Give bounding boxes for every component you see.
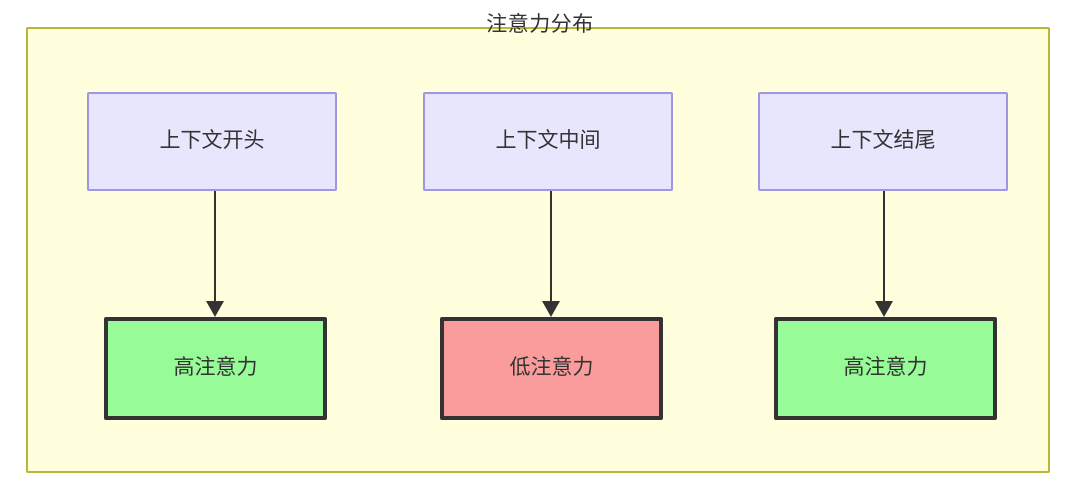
node-context-middle[interactable]: 上下文中间 xyxy=(423,92,673,191)
node-context-middle-label: 上下文中间 xyxy=(495,129,601,153)
node-attention-end[interactable]: 高注意力 xyxy=(774,317,997,420)
diagram-title: 注意力分布 xyxy=(486,13,594,36)
node-attention-end-label: 高注意力 xyxy=(843,356,928,380)
node-attention-middle-label: 低注意力 xyxy=(509,356,594,380)
node-context-end[interactable]: 上下文结尾 xyxy=(758,92,1008,191)
node-context-end-label: 上下文结尾 xyxy=(830,129,936,153)
node-context-start-label: 上下文开头 xyxy=(159,129,265,153)
node-context-start[interactable]: 上下文开头 xyxy=(87,92,337,191)
node-attention-middle[interactable]: 低注意力 xyxy=(440,317,663,420)
node-attention-start-label: 高注意力 xyxy=(173,356,258,380)
node-attention-start[interactable]: 高注意力 xyxy=(104,317,327,420)
